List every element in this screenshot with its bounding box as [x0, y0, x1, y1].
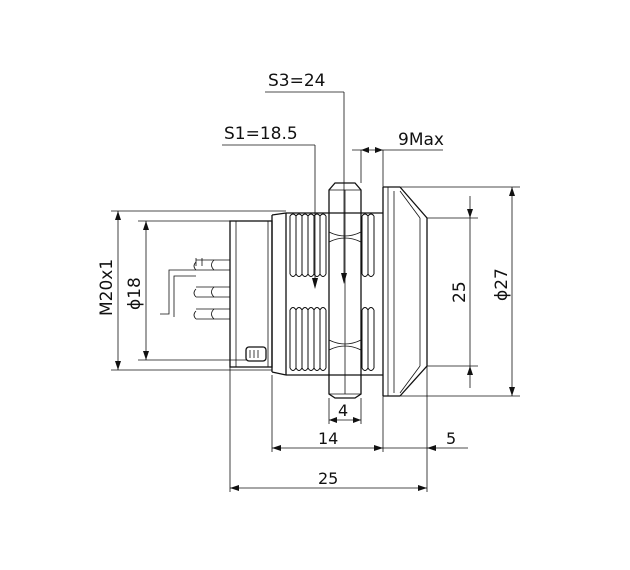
front-flange [382, 186, 428, 397]
dim-d18: ϕ18 [125, 220, 246, 361]
label-d18: ϕ18 [125, 277, 145, 310]
label-9max: 9Max [398, 130, 444, 150]
upper-threads [289, 213, 375, 277]
hex-nut [328, 182, 362, 399]
dim-w25: 25 [229, 367, 428, 492]
dim-w4: 4 [328, 398, 362, 424]
dim-w5: 5 [383, 366, 468, 452]
label-m20: M20x1 [97, 259, 117, 316]
solder-pins [160, 258, 230, 320]
label-s3: S3=24 [268, 71, 325, 91]
label-w14: 14 [318, 429, 338, 448]
lower-threads [289, 307, 375, 371]
contact-block [229, 220, 273, 368]
threaded-body [271, 212, 383, 376]
label-w4: 4 [338, 401, 348, 420]
dim-w14: 14 [271, 375, 384, 452]
dim-d27: ϕ27 [400, 186, 520, 397]
label-d27: ϕ27 [492, 268, 512, 301]
dim-9max: 9Max [352, 130, 444, 187]
dim-s3: S3=24 [265, 71, 347, 284]
label-w25: 25 [318, 469, 338, 488]
label-w5: 5 [446, 429, 456, 448]
dim-h25: 25 [427, 196, 478, 388]
label-h25: 25 [450, 281, 470, 303]
keying-nub [245, 346, 267, 362]
dim-s1: S1=18.5 [222, 124, 318, 289]
label-s1: S1=18.5 [224, 124, 298, 144]
dim-m20: M20x1 [97, 210, 286, 371]
